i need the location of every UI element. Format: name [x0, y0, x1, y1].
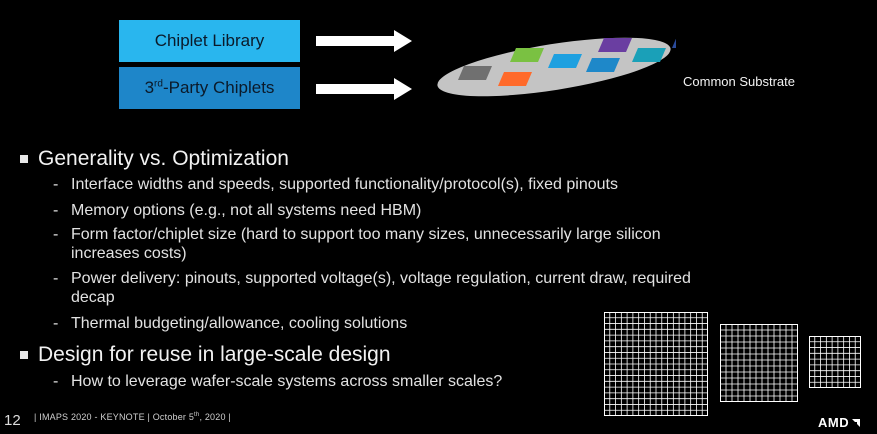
wafer-grid-small: [809, 336, 861, 388]
sub-bullet: - Memory options (e.g., not all systems …: [53, 202, 422, 219]
sub-bullet: - Form factor/chiplet size (hard to supp…: [53, 226, 661, 262]
third-party-chiplets-box: 3rd-Party Chiplets: [119, 67, 300, 109]
sub-bullet: - Thermal budgeting/allowance, cooling s…: [53, 315, 408, 332]
bullet-design-reuse: Design for reuse in large-scale design: [20, 343, 391, 367]
bullet-design-reuse-text: Design for reuse in large-scale design: [38, 343, 391, 366]
page-number: 12: [4, 412, 21, 429]
wafer-grid-medium: [720, 324, 798, 402]
amd-arrow-icon: [852, 419, 861, 427]
wafer-grid-large: [604, 312, 708, 416]
chiplet-tile: [498, 72, 532, 86]
chiplet-library-box: Chiplet Library: [119, 20, 300, 62]
sub-bullet: - How to leverage wafer-scale systems ac…: [53, 373, 503, 390]
chiplet-tile: [548, 54, 582, 68]
chiplet-tile: [586, 58, 620, 72]
amd-logo: AMD: [818, 415, 861, 430]
bullet-generality-text: Generality vs. Optimization: [38, 147, 289, 170]
third-party-chiplets-label: 3rd-Party Chiplets: [144, 78, 275, 97]
bullet-generality: Generality vs. Optimization: [20, 147, 289, 171]
chiplet-tile: [598, 38, 632, 52]
chiplet-tile: [510, 48, 544, 62]
sub-bullet: - Power delivery: pinouts, supported vol…: [53, 270, 691, 306]
chiplet-tile: [672, 38, 676, 48]
square-bullet-icon: [20, 155, 28, 163]
chiplet-tile: [632, 48, 666, 62]
footer-event: | IMAPS 2020 - KEYNOTE | October 5th, 20…: [34, 412, 231, 422]
square-bullet-icon: [20, 351, 28, 359]
common-substrate-diagram: [437, 37, 676, 97]
chiplet-tile: [458, 66, 492, 80]
sub-bullet: - Interface widths and speeds, supported…: [53, 176, 618, 193]
arrow-right-icon: [316, 78, 412, 100]
chiplet-library-label: Chiplet Library: [154, 31, 265, 50]
substrate-label: Common Substrate: [683, 74, 795, 89]
arrow-right-icon: [316, 30, 412, 52]
